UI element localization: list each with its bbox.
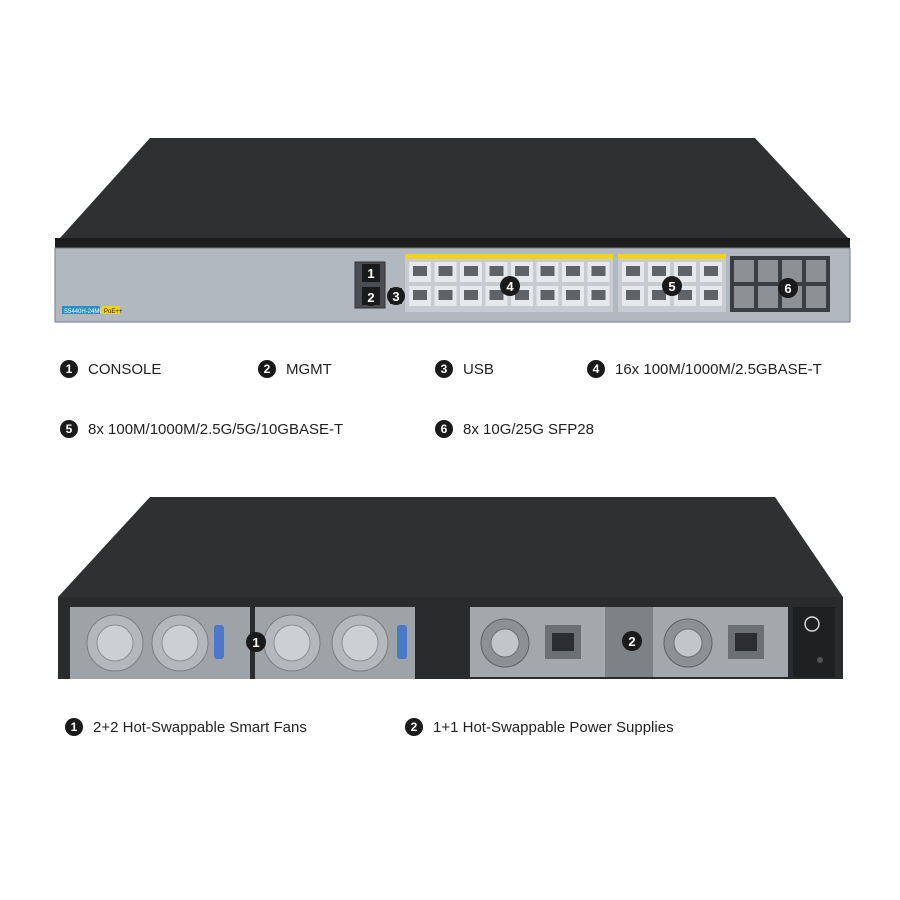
rj45-port-socket: [413, 266, 427, 276]
ground-panel: [793, 607, 835, 677]
rj45-port-socket: [652, 290, 666, 300]
front-marker-4: [500, 276, 520, 296]
rj45-port-socket: [626, 290, 640, 300]
back-marker-2: [622, 631, 642, 651]
front-legend-6: 6 8x 10G/25G SFP28: [435, 420, 594, 438]
rj45-port-socket: [704, 266, 718, 276]
legend-label: MGMT: [286, 360, 332, 378]
fan-grill-inner: [273, 624, 311, 662]
rj45-port-socket: [489, 290, 504, 300]
rj45-port-socket: [626, 266, 640, 276]
psu-fan-hub: [490, 628, 520, 658]
power-inlet-socket: [735, 633, 757, 651]
svg-text:6: 6: [784, 281, 791, 296]
fan-handle-right: [397, 625, 407, 659]
ground-icon: [804, 616, 820, 632]
legend-number: 3: [435, 360, 453, 378]
rj45-port-socket: [678, 290, 692, 300]
front-vent-strip: [55, 238, 850, 248]
svg-text:1: 1: [252, 635, 259, 650]
front-marker-6: [778, 278, 798, 298]
model-label: S5440H-24MU: [64, 309, 104, 315]
legend-label: 1+1 Hot-Swappable Power Supplies: [433, 718, 674, 736]
legend-number: 4: [587, 360, 605, 378]
legend-label: 8x 100M/1000M/2.5G/5G/10GBASE-T: [88, 420, 344, 438]
power-inlet-socket: [552, 633, 574, 651]
legend-label: USB: [463, 360, 494, 378]
front-legend-1: 1 CONSOLE: [60, 360, 161, 378]
psu-fan-hub: [673, 628, 703, 658]
sfp-port: [782, 260, 802, 282]
front-marker-2: [362, 288, 380, 306]
rj45-port-socket: [540, 266, 555, 276]
rj45-port-socket: [464, 290, 478, 300]
rj45-port-socket: [652, 266, 666, 276]
front-marker-5: [662, 276, 682, 296]
back-legend-2: 2 1+1 Hot-Swappable Power Supplies: [405, 718, 674, 736]
legend-number: 1: [60, 360, 78, 378]
legend-label: 2+2 Hot-Swappable Smart Fans: [93, 718, 307, 736]
rj45-port-socket: [464, 266, 478, 276]
rj45-port-socket: [678, 266, 692, 276]
legend-number: 1: [65, 718, 83, 736]
svg-text:3: 3: [392, 289, 399, 304]
fan-handle-left: [214, 625, 224, 659]
rj45-port-socket: [591, 290, 606, 300]
front-legend-4: 4 16x 100M/1000M/2.5GBASE-T: [587, 360, 822, 378]
svg-text:5: 5: [668, 279, 675, 294]
svg-text:1: 1: [367, 266, 374, 281]
rj45-port-socket: [566, 266, 580, 276]
fan-grill-inner: [161, 624, 199, 662]
back-legend-1: 1 2+2 Hot-Swappable Smart Fans: [65, 718, 307, 736]
rj45-port-socket: [566, 290, 580, 300]
rj45-port-socket: [540, 290, 555, 300]
svg-text:2: 2: [367, 290, 374, 305]
poe-label: PoE++: [104, 309, 123, 315]
back-marker-1: [246, 632, 266, 652]
fan-grill-inner: [96, 624, 134, 662]
rj45-port-socket: [591, 266, 606, 276]
legend-number: 6: [435, 420, 453, 438]
legend-label: CONSOLE: [88, 360, 162, 378]
fan-grill-inner: [341, 624, 379, 662]
front-legend-3: 3 USB: [435, 360, 494, 378]
sfp-port: [758, 286, 778, 308]
rj45-port-socket: [515, 290, 529, 300]
front-marker-3: [387, 287, 405, 305]
front-chassis-top: [60, 138, 848, 238]
sfp-port: [806, 260, 826, 282]
front-legend-5: 5 8x 100M/1000M/2.5G/5G/10GBASE-T: [60, 420, 343, 438]
rj45-port-socket: [413, 290, 427, 300]
back-chassis-top: [58, 497, 843, 597]
front-marker-1: [362, 264, 380, 282]
sfp-port: [734, 260, 754, 282]
sfp-port: [734, 286, 754, 308]
rj45-port-socket: [704, 290, 718, 300]
front-legend-2: 2 MGMT: [258, 360, 332, 378]
rj45-port-socket: [489, 266, 504, 276]
rj45-port-socket: [515, 266, 529, 276]
legend-number: 2: [405, 718, 423, 736]
svg-text:2: 2: [628, 634, 635, 649]
svg-text:4: 4: [506, 279, 514, 294]
sfp-port: [806, 286, 826, 308]
legend-number: 5: [60, 420, 78, 438]
legend-label: 16x 100M/1000M/2.5GBASE-T: [615, 360, 822, 378]
legend-number: 2: [258, 360, 276, 378]
legend-label: 8x 10G/25G SFP28: [463, 420, 594, 438]
rj45-port-socket: [438, 290, 453, 300]
rj45-port-socket: [438, 266, 453, 276]
sfp-port: [758, 260, 778, 282]
